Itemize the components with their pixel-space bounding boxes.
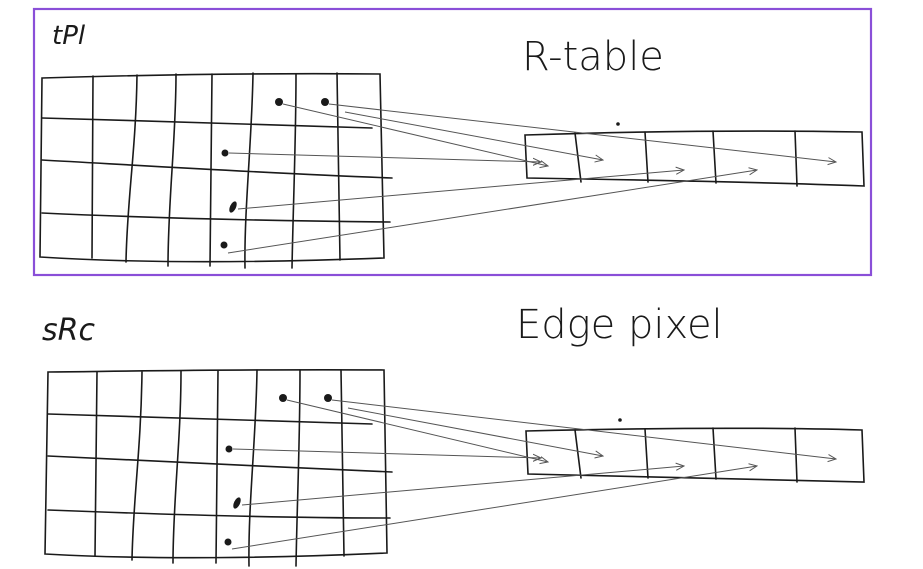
arrow: [232, 448, 541, 458]
grid-col-line: [340, 369, 345, 557]
grid-col-line: [291, 73, 297, 269]
edge-point: [321, 98, 329, 106]
grid-row-line: [47, 455, 393, 473]
grid-row-line: [41, 117, 373, 129]
strip-divider: [712, 427, 717, 480]
arrow: [331, 399, 836, 459]
edge-point: [275, 98, 283, 106]
strip-divider: [574, 429, 582, 479]
src-mapping-arrows: [231, 399, 836, 550]
tpl-grid: [39, 72, 393, 269]
grid-col-line: [172, 370, 182, 564]
grid-col-line: [215, 370, 219, 564]
grid-row-line: [41, 212, 391, 223]
arrow: [241, 466, 684, 506]
top-panel: tPl R-table: [32, 7, 873, 277]
edge-point: [225, 445, 233, 453]
top-panel-frame: [32, 7, 873, 277]
grid-row-line: [41, 159, 393, 179]
edge-point: [279, 394, 287, 402]
arrow: [227, 170, 757, 254]
grid-col-line: [94, 371, 98, 557]
arrow: [282, 103, 548, 166]
src-label: sRc: [42, 313, 95, 348]
edge-point: [224, 538, 232, 546]
strip-outline: [525, 427, 865, 483]
edge-point: [221, 149, 229, 157]
grid-row-line: [47, 509, 391, 519]
arrow: [237, 170, 684, 210]
edge-point: [220, 241, 228, 249]
grid-col-line: [91, 75, 94, 259]
arrow: [286, 399, 548, 462]
edge-point: [233, 497, 241, 509]
grid-col-line: [209, 73, 213, 267]
bottom-panel: sRc Edge pixel: [42, 302, 865, 567]
r-table-label: R-table: [522, 34, 664, 80]
grid-outline: [44, 368, 388, 559]
arrow: [231, 466, 757, 550]
strip-divider: [794, 130, 798, 187]
grid-col-line: [244, 72, 254, 269]
arrow: [228, 152, 541, 162]
src-edge-points: [224, 394, 332, 546]
strip-divider: [712, 130, 717, 184]
grid-col-line: [167, 73, 177, 267]
grid-col-line: [125, 74, 138, 263]
strip-divider: [574, 132, 582, 183]
arrow: [344, 111, 603, 160]
strip-divider: [794, 427, 798, 483]
grid-col-line: [295, 369, 301, 567]
edge-pixel-label: Edge pixel: [516, 302, 723, 348]
tpl-label: tPl: [52, 21, 86, 51]
edge-point: [229, 201, 237, 213]
grid-col-line: [336, 72, 341, 261]
tpl-mapping-arrows: [227, 103, 836, 254]
strip-divider: [644, 131, 649, 183]
arrow: [347, 407, 603, 456]
grid-col-line: [131, 371, 143, 561]
edge-point: [324, 394, 332, 402]
tpl-edge-points: [220, 98, 329, 249]
arrow: [328, 103, 836, 162]
grid-row-line: [47, 413, 373, 425]
grid-col-line: [248, 369, 258, 567]
src-grid: [44, 368, 393, 567]
grid-outline: [39, 72, 385, 263]
